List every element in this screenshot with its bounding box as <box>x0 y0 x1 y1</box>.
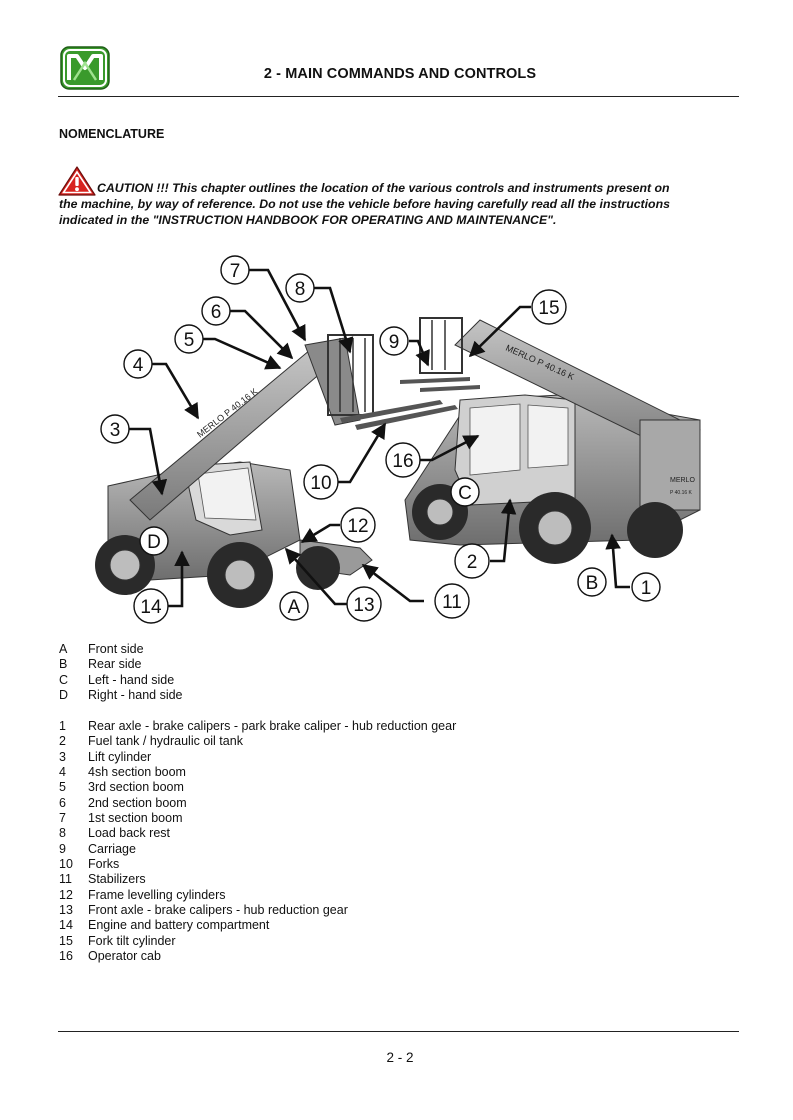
callout-15: 15 <box>532 290 566 324</box>
svg-text:11: 11 <box>442 592 462 613</box>
callout-D: D <box>140 527 168 555</box>
telehandler-nomenclature-figure: MERLO P 40.16 K MERLO P 40.16 K MERLO P … <box>90 250 710 630</box>
page-number: 2 - 2 <box>340 1050 460 1065</box>
svg-text:A: A <box>288 597 301 618</box>
body-decal-model: P 40.16 K <box>670 490 693 496</box>
callout-14: 14 <box>134 589 168 623</box>
callout-2: 2 <box>455 544 489 578</box>
svg-text:D: D <box>147 532 161 553</box>
footer-divider <box>58 1031 739 1032</box>
callout-13: 13 <box>347 587 381 621</box>
svg-text:8: 8 <box>295 279 306 300</box>
section-title: NOMENCLATURE <box>59 127 164 141</box>
callout-3: 3 <box>101 415 129 443</box>
svg-text:3: 3 <box>110 420 121 441</box>
callout-7: 7 <box>221 256 249 284</box>
callout-A: A <box>280 592 308 620</box>
callout-16: 16 <box>386 443 420 477</box>
page-header-title: 2 - MAIN COMMANDS AND CONTROLS <box>150 66 650 82</box>
merlo-logo-icon <box>60 46 110 90</box>
header-divider <box>58 96 739 97</box>
callout-6: 6 <box>202 297 230 325</box>
svg-text:7: 7 <box>230 261 241 282</box>
svg-text:13: 13 <box>353 595 374 616</box>
callout-9: 9 <box>380 327 408 355</box>
svg-text:5: 5 <box>184 330 195 351</box>
caution-notice: CAUTION !!! This chapter outlines the lo… <box>59 180 740 229</box>
caution-line-2: the machine, by way of reference. Do not… <box>59 196 740 212</box>
callout-5: 5 <box>175 325 203 353</box>
callout-10: 10 <box>304 465 338 499</box>
caution-line-1: CAUTION !!! This chapter outlines the lo… <box>59 180 740 196</box>
svg-text:6: 6 <box>211 302 222 323</box>
svg-text:2: 2 <box>467 552 478 573</box>
callout-1: 1 <box>632 573 660 601</box>
svg-text:C: C <box>458 483 472 504</box>
svg-text:1: 1 <box>641 578 652 599</box>
svg-text:10: 10 <box>310 473 331 494</box>
svg-text:B: B <box>586 573 599 594</box>
svg-text:14: 14 <box>140 597 162 618</box>
body-decal: MERLO <box>670 477 695 484</box>
svg-text:16: 16 <box>392 451 413 472</box>
callout-12: 12 <box>341 508 375 542</box>
callout-B: B <box>578 568 606 596</box>
callout-C: C <box>451 478 479 506</box>
callout-11: 11 <box>435 584 469 618</box>
rear-view-machine: MERLO P 40.16 K MERLO P 40.16 K <box>400 318 700 564</box>
svg-text:15: 15 <box>538 298 559 319</box>
callout-4: 4 <box>124 350 152 378</box>
callout-8: 8 <box>286 274 314 302</box>
svg-text:9: 9 <box>389 332 400 353</box>
svg-text:4: 4 <box>133 355 144 376</box>
caution-line-3: indicated in the "INSTRUCTION HANDBOOK F… <box>59 212 740 228</box>
svg-text:12: 12 <box>347 516 368 537</box>
